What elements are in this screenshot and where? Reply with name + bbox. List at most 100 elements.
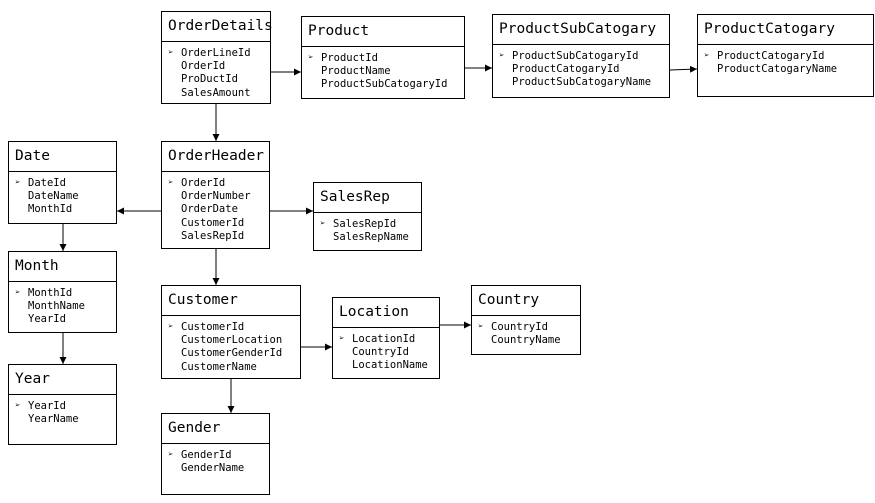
field-name: OrderDate bbox=[181, 203, 238, 216]
entity-field: YearId bbox=[15, 313, 116, 326]
entity-field: ProductCatogaryName bbox=[704, 63, 873, 76]
field-indent bbox=[168, 73, 181, 86]
field-name: LocationId bbox=[352, 333, 416, 345]
field-name: ProductCatogaryName bbox=[717, 63, 838, 76]
field-name: ProDuctId bbox=[181, 73, 238, 86]
entity-title: ProductCatogary bbox=[698, 15, 873, 45]
field-name: DateId bbox=[28, 177, 66, 189]
field-indent bbox=[15, 190, 28, 203]
field-indent bbox=[478, 334, 491, 347]
entity-title: OrderHeader bbox=[162, 142, 269, 172]
field-indent bbox=[320, 231, 333, 244]
field-indent bbox=[168, 87, 181, 100]
field-name: MonthId bbox=[28, 203, 73, 216]
entity-field: OrderId bbox=[168, 60, 270, 73]
entity-field: DateName bbox=[15, 190, 116, 203]
entity-field: ➢ MonthId bbox=[15, 287, 116, 300]
entity-field: MonthId bbox=[15, 203, 116, 216]
field-name: OrderNumber bbox=[181, 190, 251, 203]
field-indent bbox=[168, 230, 181, 243]
field-indent bbox=[15, 300, 28, 313]
entity-field: CountryName bbox=[478, 334, 580, 347]
field-name: ProductSubCatogaryId bbox=[321, 78, 448, 91]
field-name: CustomerLocation bbox=[181, 334, 283, 347]
field-name: OrderLineId bbox=[181, 47, 251, 59]
field-name: YearId bbox=[28, 400, 66, 412]
field-name: SalesRepId bbox=[333, 218, 397, 230]
field-name: ProductSubCatogaryName bbox=[512, 76, 652, 89]
field-name: ProductName bbox=[321, 65, 391, 78]
field-name: CountryName bbox=[491, 334, 561, 347]
field-name: MonthId bbox=[28, 287, 73, 299]
entity-title: ProductSubCatogary bbox=[493, 15, 669, 45]
entity-title: OrderDetails bbox=[162, 12, 273, 42]
entity-title: SalesRep bbox=[314, 183, 421, 213]
field-name: OrderId bbox=[181, 60, 226, 73]
field-indent bbox=[168, 217, 181, 230]
entity-field: MonthName bbox=[15, 300, 116, 313]
entity-title: Customer bbox=[162, 286, 300, 316]
arrowhead-bullet-icon: ➢ bbox=[168, 178, 174, 188]
entity-field: ➢CustomerId bbox=[168, 321, 300, 334]
entity-title: Gender bbox=[162, 414, 269, 444]
field-name: SalesAmount bbox=[181, 86, 251, 99]
field-indent bbox=[499, 63, 512, 76]
arrowhead-bullet-icon: ➢ bbox=[15, 288, 21, 298]
entity-title: Month bbox=[9, 252, 116, 282]
arrowhead-bullet-icon: ➢ bbox=[168, 450, 174, 460]
field-name: ProductCatogaryId bbox=[717, 50, 825, 62]
arrowhead-bullet-icon: ➢ bbox=[15, 401, 21, 411]
field-indent bbox=[168, 203, 181, 216]
entity-field: ➢CountryId bbox=[478, 321, 580, 334]
field-name: GenderName bbox=[181, 462, 245, 475]
entity-field: ProductSubCatogaryId bbox=[308, 78, 464, 91]
field-name: YearId bbox=[28, 313, 66, 326]
field-name: MonthName bbox=[28, 300, 85, 313]
entity-title: Date bbox=[9, 142, 116, 172]
field-name: CustomerName bbox=[181, 360, 257, 373]
field-name: CustomerId bbox=[181, 216, 245, 229]
field-indent bbox=[168, 334, 181, 347]
field-indent bbox=[339, 346, 352, 359]
entity-field: SalesRepId bbox=[168, 230, 269, 243]
entity-title: Location bbox=[333, 298, 439, 328]
entity-title: Country bbox=[472, 286, 580, 316]
field-name: SalesRepId bbox=[181, 229, 245, 242]
field-indent bbox=[15, 203, 28, 216]
entity-field: CustomerGenderId bbox=[168, 347, 300, 360]
entity-field: ➢DateId bbox=[15, 177, 116, 190]
entity-field: YearName bbox=[15, 413, 116, 426]
field-indent bbox=[168, 462, 181, 475]
arrowhead-bullet-icon: ➢ bbox=[308, 53, 314, 63]
field-indent bbox=[15, 413, 28, 426]
arrowhead-bullet-icon: ➢ bbox=[499, 51, 505, 61]
field-indent bbox=[168, 361, 181, 374]
entity-title: Year bbox=[9, 365, 116, 395]
entity-field: ➢ProductCatogaryId bbox=[704, 50, 873, 63]
entity-field: OrderDate bbox=[168, 203, 269, 216]
arrowhead-bullet-icon: ➢ bbox=[168, 48, 174, 58]
field-indent bbox=[168, 347, 181, 360]
arrowhead-bullet-icon: ➢ bbox=[339, 334, 345, 344]
